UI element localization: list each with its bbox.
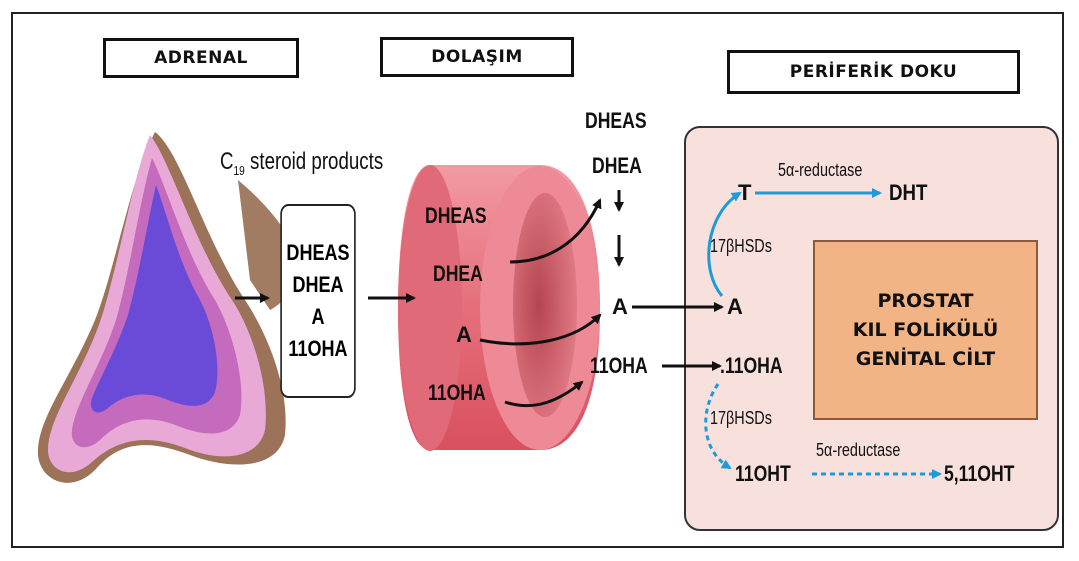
adrenal-gland-illustration (38, 132, 296, 483)
circ-dheas: DHEAS (585, 108, 647, 134)
tissue-11oht: 11OHT (735, 461, 791, 487)
target-genital-skin: GENİTAL CİLT (856, 345, 995, 374)
tissue-dht: DHT (889, 180, 927, 206)
c19-steroid-label: C19 steroid products (220, 148, 383, 178)
vessel-dhea: DHEA (433, 261, 483, 287)
reductase-label-bottom: 5α-reductase (816, 440, 900, 461)
target-hair-follicle: KIL FOLİKÜLÜ (853, 316, 999, 345)
adrenal-products-box: DHEAS DHEA A 11OHA (280, 204, 355, 398)
product-a: A (311, 304, 324, 330)
hsd-label-top: 17βHSDs (710, 236, 772, 257)
circ-11oha: 11OHA (590, 353, 648, 379)
product-dheas: DHEAS (286, 240, 349, 266)
reductase-label-top: 5α-reductase (778, 160, 862, 181)
hsd-label-bottom: 17βHSDs (710, 408, 772, 429)
c19-subscript: 19 (234, 163, 245, 178)
target-organs-box: PROSTAT KIL FOLİKÜLÜ GENİTAL CİLT (813, 240, 1038, 420)
product-11oha: 11OHA (288, 336, 347, 362)
tissue-a: A (727, 294, 743, 320)
c19-prefix: C (220, 148, 234, 175)
tissue-t: T (738, 180, 751, 206)
product-dhea: DHEA (292, 272, 343, 298)
circ-dhea: DHEA (592, 153, 642, 179)
target-prostate: PROSTAT (877, 287, 973, 316)
vessel-dheas: DHEAS (425, 203, 487, 229)
vessel-a: A (456, 322, 472, 348)
c19-suffix: steroid products (245, 148, 383, 175)
vessel-11oha: 11OHA (428, 380, 486, 406)
circ-a: A (612, 294, 628, 320)
tissue-11oha: .11OHA (720, 353, 783, 379)
tissue-5-11oht: 5,11OHT (944, 461, 1014, 487)
